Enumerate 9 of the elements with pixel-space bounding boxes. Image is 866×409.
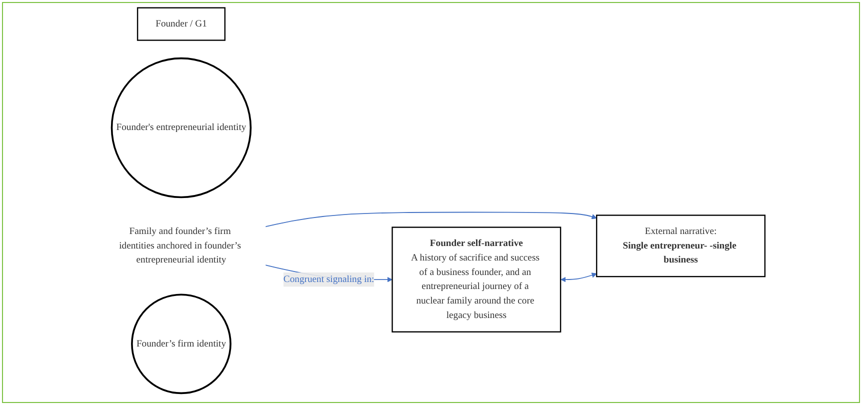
diagram: Congruent signaling in: Founder / G1 Founder's entrepreneurial identity Family and founder’s firm identities anchored in founder’s entrepreneurial identity Founder’s firm identity Founder self-narrative A history of sacrifice and success of a business founder, and an entrepreneurial journey of a nuclear family around the core legacy business External narrative: Single entrepreneur- -single business <box>6 2 856 398</box>
arrow <box>264 211 597 227</box>
node-circle <box>131 293 232 394</box>
node-text: Family and founder’s firm identities anchored in founder’s entrepreneurial identity <box>119 226 241 265</box>
node-box <box>596 214 766 277</box>
node-box <box>392 226 562 332</box>
node-circle <box>110 56 252 198</box>
arrow <box>560 272 597 282</box>
node-box <box>136 6 226 40</box>
